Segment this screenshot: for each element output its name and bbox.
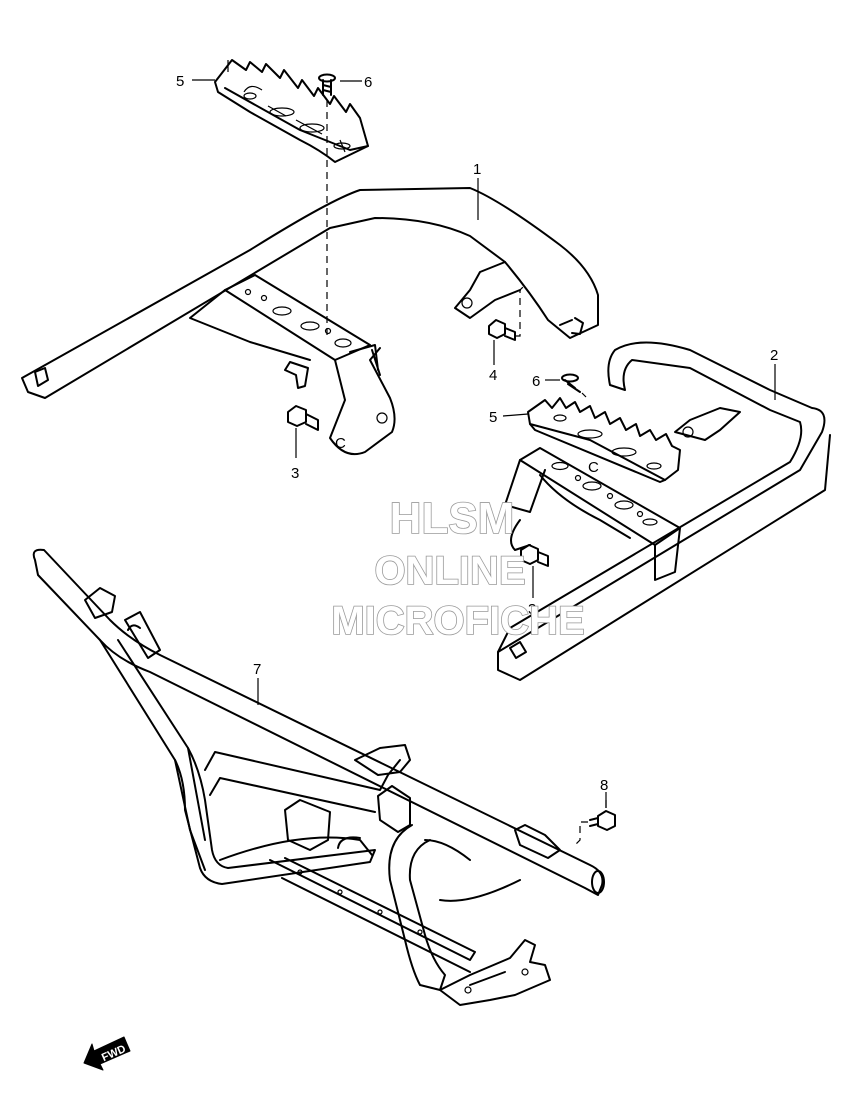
callout-6-lower: 6 (532, 373, 540, 390)
bolt-3-lower (520, 544, 549, 598)
callout-labels: 5 6 1 4 3 2 6 5 3 7 8 (176, 73, 778, 794)
callout-6-upper: 6 (364, 74, 372, 91)
footpeg-plate-upper (214, 59, 369, 163)
svg-text:C: C (588, 459, 599, 476)
fwd-arrow-icon: FWD (83, 1036, 131, 1071)
footpeg-plate-lower (527, 397, 681, 483)
callout-8: 8 (600, 777, 608, 794)
callout-3-upper: 3 (291, 465, 299, 482)
callout-3-lower: 3 (528, 601, 536, 618)
bolt-4 (488, 284, 526, 365)
callout-5-lower: 5 (489, 409, 497, 426)
leader-lines (192, 79, 776, 808)
svg-text:C: C (335, 435, 346, 452)
screw-upper (318, 73, 336, 335)
callout-4: 4 (489, 367, 497, 384)
callout-2: 2 (770, 347, 778, 364)
bolt-8 (574, 800, 616, 846)
callout-5-upper: 5 (176, 73, 184, 90)
footrest-bracket-left: C (21, 187, 599, 456)
footrest-bracket-right: C (497, 341, 831, 681)
watermark: HLSM ONLINE MICROFICHE (331, 493, 586, 644)
front-guard (32, 548, 605, 1006)
watermark-line-2: ONLINE (374, 549, 525, 593)
bolt-3-upper (287, 405, 319, 458)
watermark-line-3: MICROFICHE (331, 599, 584, 643)
screw-lower (561, 373, 587, 398)
callout-1: 1 (473, 161, 481, 178)
watermark-line-1: HLSM (390, 494, 515, 543)
callout-7: 7 (253, 661, 261, 678)
